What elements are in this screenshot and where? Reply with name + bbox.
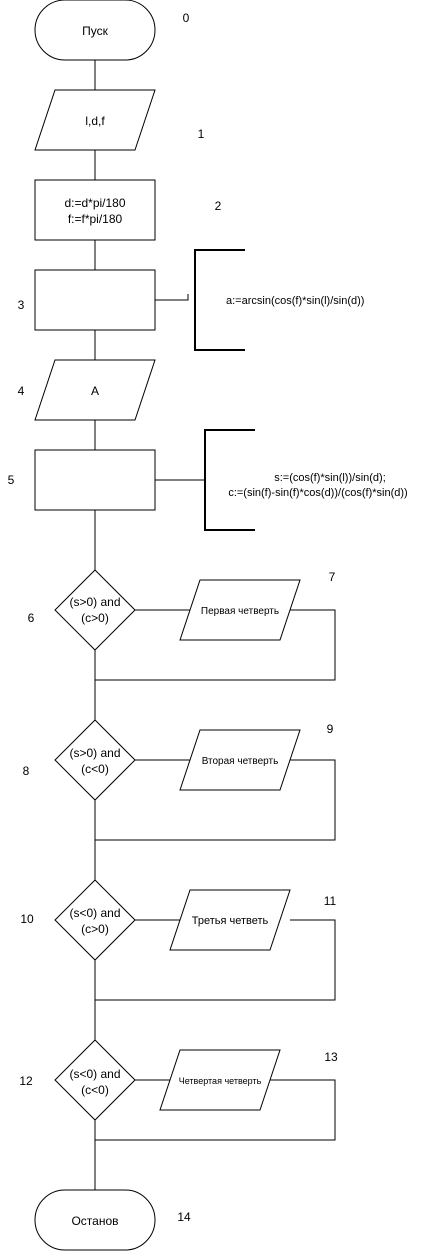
cond12-line1: (s<0) and [69,1067,120,1081]
decision-10: (s<0) and (c>0) Третья четветь [54,879,336,1001]
out13-label: Четвертая четверть [179,1076,262,1086]
step-number-4: 4 [18,384,25,398]
cond10-line1: (s<0) and [69,906,120,920]
decision-12: (s<0) and (c<0) Четвертая четверть [54,1039,336,1141]
start-label: Пуск [82,24,108,38]
cond8-line2: (c<0) [81,762,109,776]
convert-line2: f:=f*pi/180 [68,212,123,226]
end-terminator: Останов [34,1189,156,1251]
cond6-line2: (c>0) [81,611,109,625]
out11-label: Третья четветь [192,915,269,927]
step-number-2: 2 [215,199,222,213]
step-number-5: 5 [8,473,15,487]
compute-a-box [34,269,156,331]
step-number-9: 9 [327,722,334,736]
note-sc-line1: s:=(cos(f)*sin(l))/sin(d); [274,472,386,484]
note-sc-line2: c:=(sin(f)-sin(f)*cos(d))/(cos(f)*sin(d)… [228,487,407,499]
cond12-line2: (c<0) [81,1083,109,1097]
out9-label: Вторая четверть [202,756,279,767]
step-number-3: 3 [18,298,25,312]
out7-label: Первая четверть [201,606,279,617]
convert-line1: d:=d*pi/180 [64,196,125,210]
compute-sc-box [34,449,156,511]
output-a-label: A [91,384,99,398]
output-a-parallelogram: A [34,359,156,421]
end-label: Останов [71,1214,118,1228]
annotation-brace-a [194,249,245,351]
step-number-14: 14 [177,1210,191,1224]
step-number-11: 11 [324,894,337,908]
annotation-brace-sc [204,429,255,531]
input-label: l,d,f [85,114,105,128]
step-number-1: 1 [198,127,205,141]
cond8-line1: (s>0) and [69,746,120,760]
convert-process-box: d:=d*pi/180 f:=f*pi/180 [34,179,156,241]
annotation-connector-a [155,294,189,301]
input-parallelogram: l,d,f [34,89,156,151]
step-number-13: 13 [324,1050,338,1064]
step-number-8: 8 [23,764,30,778]
cond6-line1: (s>0) and [69,595,120,609]
note-a: a:=arcsin(cos(f)*sin(l)/sin(d)) [226,295,364,307]
cond10-line2: (c>0) [81,922,109,936]
step-number-12: 12 [19,1074,33,1088]
step-number-6: 6 [28,611,35,625]
decision-8: (s>0) and (c<0) Вторая четверть [54,719,336,841]
step-number-10: 10 [20,912,34,926]
step-number-0: 0 [183,11,190,25]
decision-6: (s>0) and (c>0) Первая четверть [54,569,336,681]
step-number-7: 7 [329,570,336,584]
start-terminator: Пуск [34,0,156,61]
